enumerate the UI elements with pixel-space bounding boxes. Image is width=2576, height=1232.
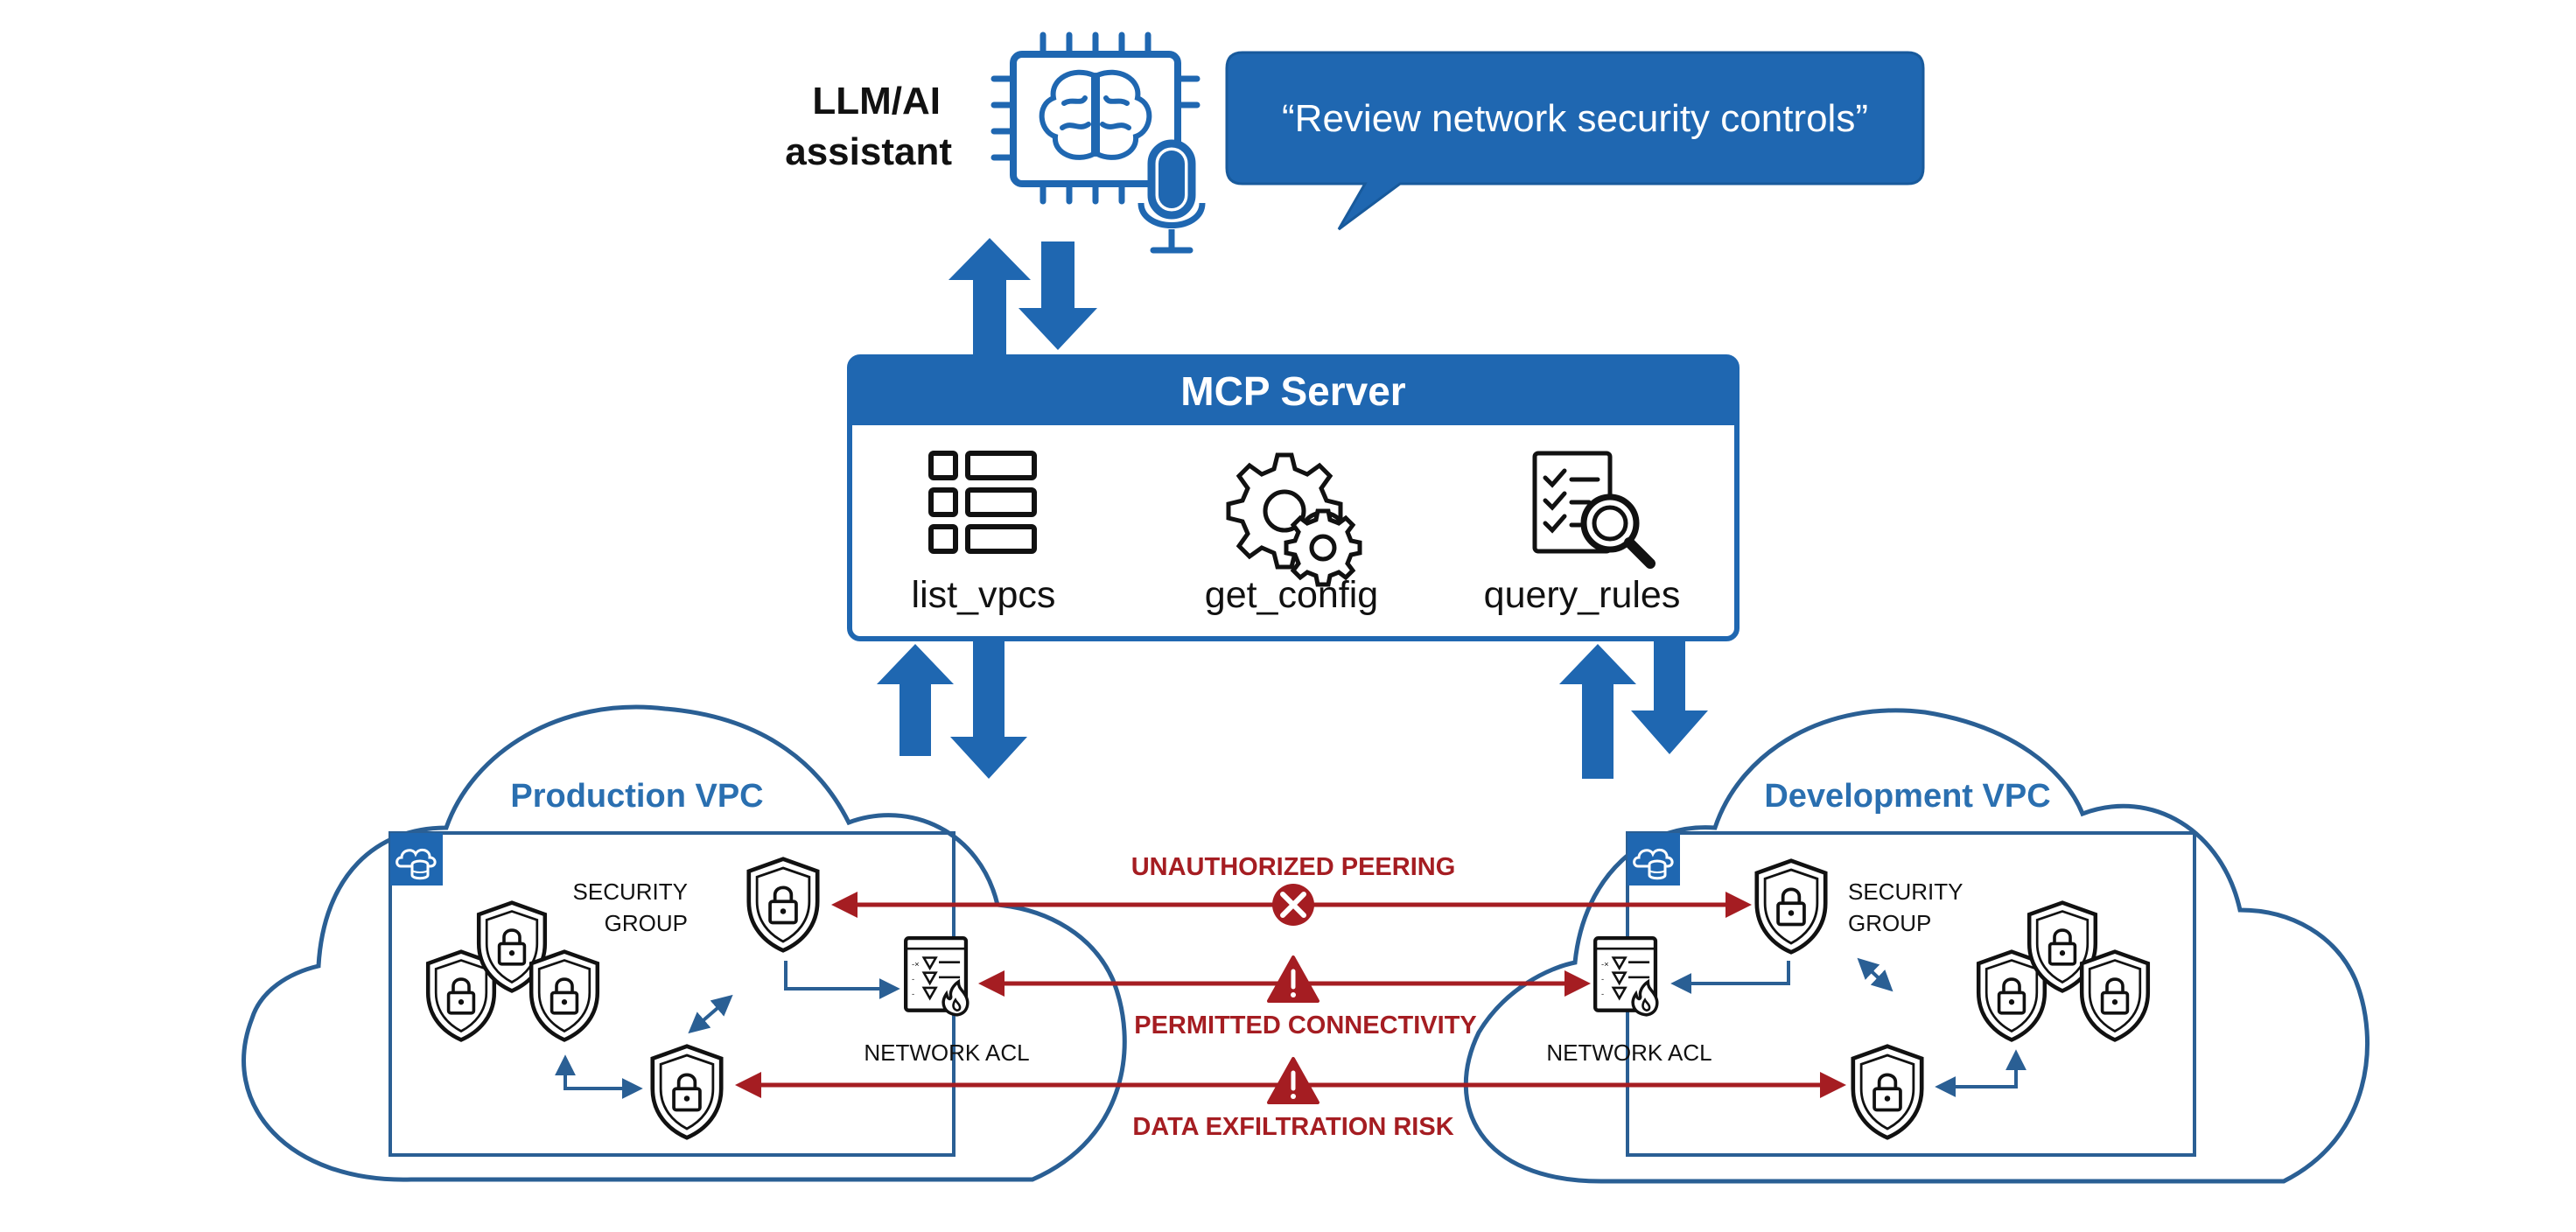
development-vpc: Development VPC SECURITY GROUP NETWORK A… (1463, 708, 2370, 1184)
warning-triangle-icon (1267, 956, 1320, 1003)
risk-label-data-exfiltration: DATA EXFILTRATION RISK (1132, 1113, 1453, 1141)
ai-mcp-arrows (948, 238, 1097, 355)
production-vpc-title: Production VPC (510, 778, 763, 815)
tool-label-list-vpcs: list_vpcs (912, 574, 1056, 616)
risk-label-permitted-connectivity: PERMITTED CONNECTIVITY (1134, 1012, 1477, 1040)
production-security-group-label-2: GROUP (605, 910, 688, 936)
development-network-acl-label: NETWORK ACL (1546, 1040, 1712, 1066)
network-acl-icon (1595, 938, 1657, 1015)
production-internal-arrows (555, 961, 900, 1099)
ai-label-line1: LLM/AI (812, 80, 941, 122)
development-vpc-badge-icon (1628, 833, 1680, 886)
risk-label-unauthorized-peering: UNAUTHORIZED PEERING (1131, 853, 1456, 881)
speech-text: “Review network security controls” (1282, 97, 1868, 140)
table-grid-icon (928, 451, 1037, 554)
chip-brain-icon (990, 32, 1200, 205)
mcp-server-title: MCP Server (1180, 368, 1406, 414)
development-security-group-label-2: GROUP (1848, 910, 1931, 936)
ai-assistant: LLM/AI assistant (785, 32, 1925, 254)
gears-icon (1226, 452, 1362, 587)
arrow-up (948, 238, 1031, 355)
development-security-group-label-1: SECURITY (1848, 878, 1963, 905)
mcp-server-panel: MCP Server list_vpcs get_config (847, 354, 1740, 641)
tool-label-query-rules: query_rules (1484, 574, 1681, 616)
risk-data-exfiltration: DATA EXFILTRATION RISK (735, 1057, 1846, 1141)
production-network-acl-label: NETWORK ACL (864, 1040, 1029, 1066)
blocked-x-icon (1272, 884, 1314, 926)
tool-list-vpcs: list_vpcs (912, 451, 1056, 616)
warning-triangle-icon (1267, 1057, 1320, 1104)
arrow-down-production (950, 640, 1027, 779)
tool-query-rules: query_rules (1484, 451, 1681, 616)
arrow-up-production (877, 644, 954, 756)
risk-permitted-connectivity: PERMITTED CONNECTIVITY (978, 956, 1591, 1040)
development-cloud (1463, 708, 2370, 1184)
arrow-down-development (1631, 640, 1708, 754)
arrow-down (1018, 242, 1097, 350)
network-acl-icon (906, 938, 968, 1015)
production-cloud (242, 704, 1127, 1182)
checklist-magnifier-icon (1532, 451, 1656, 569)
tool-label-get-config: get_config (1205, 574, 1378, 616)
speech-bubble: “Review network security controls” (1225, 51, 1925, 231)
microphone-icon (1138, 139, 1206, 254)
arrow-up-development (1559, 644, 1636, 779)
development-vpc-title: Development VPC (1764, 778, 2050, 815)
production-security-group-label-1: SECURITY (573, 878, 688, 905)
ai-label-line2: assistant (785, 130, 952, 173)
mcp-vpc-arrows (877, 640, 1708, 779)
risk-unauthorized-peering: UNAUTHORIZED PEERING (831, 853, 1752, 926)
development-internal-arrows (1670, 957, 2026, 1097)
tool-get-config: get_config (1205, 452, 1378, 616)
production-vpc: Production VPC SECURITY GROUP NETWORK AC… (242, 704, 1127, 1182)
production-vpc-badge-icon (390, 833, 443, 886)
